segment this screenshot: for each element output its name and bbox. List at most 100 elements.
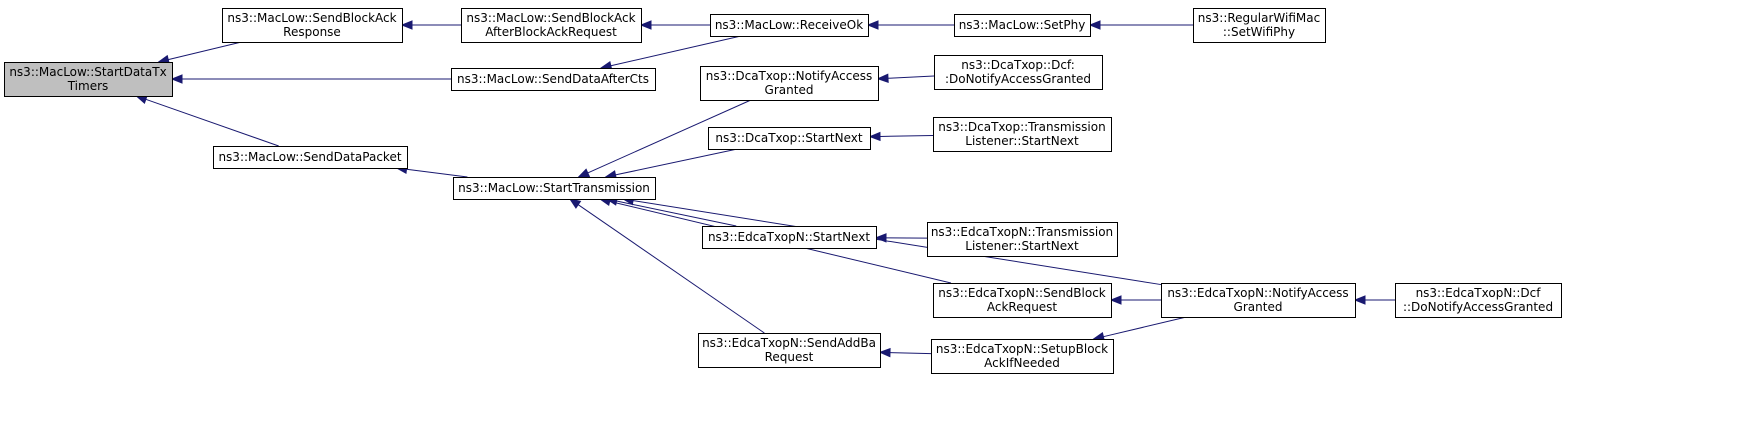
node-label-line: AckIfNeeded	[984, 356, 1060, 370]
node-label-line: ns3::EdcaTxopN::NotifyAccess	[1167, 286, 1348, 300]
node-box-dtdna[interactable]	[934, 55, 1103, 90]
arrowhead-esab-to-stx	[568, 198, 582, 209]
node-dtsn[interactable]: ns3::DcaTxop::StartNext	[708, 127, 871, 150]
node-box-dtsn[interactable]	[708, 127, 871, 150]
node-label-line: Timers	[67, 79, 109, 93]
node-label-line: ns3::EdcaTxopN::Dcf	[1416, 286, 1542, 300]
node-etl[interactable]: ns3::EdcaTxopN::TransmissionListener::St…	[927, 222, 1118, 257]
arrowhead-dtna-to-stx	[577, 168, 591, 178]
node-esn[interactable]: ns3::EdcaTxopN::StartNext	[702, 226, 877, 249]
node-label-line: ::DoNotifyAccessGranted	[1403, 300, 1553, 314]
node-label-line: ns3::DcaTxop::Transmission	[938, 120, 1105, 134]
arrowhead-esbi-to-esab	[878, 347, 891, 358]
edge-esab-to-stx	[577, 204, 765, 334]
arrowhead-rwm-to-setphy	[1088, 20, 1101, 30]
node-box-sdp[interactable]	[213, 146, 408, 169]
node-box-sbaabar[interactable]	[461, 8, 642, 43]
node-stx[interactable]: ns3::MacLow::StartTransmission	[453, 177, 656, 200]
node-label-line: AckRequest	[987, 300, 1058, 314]
node-label-line: ns3::DcaTxop::Dcf:	[961, 58, 1075, 72]
node-label-line: ns3::EdcaTxopN::Transmission	[931, 225, 1113, 239]
edge-sdp-to-root	[145, 98, 279, 147]
node-box-sbar[interactable]	[222, 8, 403, 43]
edge-dtna-to-stx	[587, 99, 752, 174]
node-dttl[interactable]: ns3::DcaTxop::TransmissionListener::Star…	[933, 117, 1112, 152]
node-label-line: ns3::EdcaTxopN::StartNext	[708, 230, 870, 244]
node-label-line: ns3::DcaTxop::StartNext	[715, 131, 862, 145]
edge-ena-to-esbi	[1103, 316, 1187, 338]
edge-esbi-to-esab	[889, 352, 932, 355]
node-label-line: ns3::MacLow::SetPhy	[959, 18, 1086, 32]
node-box-esbi[interactable]	[931, 339, 1114, 374]
node-box-esn[interactable]	[702, 226, 877, 249]
node-box-root[interactable]	[4, 62, 173, 97]
arrowhead-sdac-to-root	[170, 74, 183, 84]
node-label-line: ns3::DcaTxop::NotifyAccess	[706, 69, 872, 83]
node-label-line: Granted	[765, 83, 814, 97]
arrowhead-rok-to-sbaabar	[639, 20, 652, 30]
node-label-line: ns3::MacLow::SendDataPacket	[218, 150, 401, 164]
edge-stx-to-sdp	[406, 168, 468, 178]
node-label-line: ::SetWifiPhy	[1223, 25, 1295, 39]
node-sdac[interactable]: ns3::MacLow::SendDataAfterCts	[451, 68, 656, 91]
node-dtdna[interactable]: ns3::DcaTxop::Dcf::DoNotifyAccessGranted	[934, 55, 1103, 90]
edges-layer	[135, 20, 1395, 358]
edge-rok-to-sdac	[610, 35, 742, 67]
edge-dttl-to-dtsn	[879, 135, 934, 137]
edge-sbar-to-root	[168, 41, 242, 61]
node-box-rok[interactable]	[710, 14, 869, 37]
node-label-line: ns3::EdcaTxopN::SetupBlock	[936, 342, 1108, 356]
arrowhead-dttl-to-dtsn	[868, 131, 881, 142]
edge-dtsn-to-stx	[615, 148, 738, 176]
node-sdp[interactable]: ns3::MacLow::SendDataPacket	[213, 146, 408, 169]
arrowhead-sbaabar-to-sbar	[400, 20, 413, 30]
node-box-esab[interactable]	[698, 333, 881, 368]
node-label-line: ns3::MacLow::ReceiveOk	[715, 18, 863, 32]
node-box-dtna[interactable]	[700, 66, 879, 101]
node-label-line: Request	[765, 350, 814, 364]
node-sbaabar[interactable]: ns3::MacLow::SendBlockAckAfterBlockAckRe…	[461, 8, 642, 43]
node-rok[interactable]: ns3::MacLow::ReceiveOk	[710, 14, 869, 37]
arrowhead-setphy-to-rok	[866, 20, 879, 30]
node-dtna[interactable]: ns3::DcaTxop::NotifyAccessGranted	[700, 66, 879, 101]
arrowhead-dtdna-to-dtna	[876, 73, 889, 83]
node-label-line: ns3::MacLow::StartTransmission	[458, 181, 650, 195]
edge-dtdna-to-dtna	[887, 75, 935, 79]
node-rwm[interactable]: ns3::RegularWifiMac::SetWifiPhy	[1193, 8, 1326, 43]
node-ena[interactable]: ns3::EdcaTxopN::NotifyAccessGranted	[1161, 283, 1356, 318]
edge-ena-to-stx	[632, 200, 1162, 286]
node-label-line: ns3::RegularWifiMac	[1198, 11, 1320, 25]
edge-esn-to-stx	[616, 200, 737, 227]
node-setphy[interactable]: ns3::MacLow::SetPhy	[954, 14, 1091, 37]
node-label-line: :DoNotifyAccessGranted	[945, 72, 1091, 86]
node-box-sdac[interactable]	[451, 68, 656, 91]
node-label-line: ns3::MacLow::SendBlockAck	[227, 11, 396, 25]
node-edna[interactable]: ns3::EdcaTxopN::Dcf::DoNotifyAccessGrant…	[1395, 283, 1562, 318]
node-label-line: ns3::EdcaTxopN::SendAddBa	[702, 336, 876, 350]
node-label-line: ns3::EdcaTxopN::SendBlock	[938, 286, 1106, 300]
node-box-rwm[interactable]	[1193, 8, 1326, 43]
node-label-line: AfterBlockAckRequest	[485, 25, 617, 39]
node-label-line: ns3::MacLow::SendDataAfterCts	[457, 72, 649, 86]
node-box-esbar[interactable]	[933, 283, 1112, 318]
node-label-line: Listener::StartNext	[965, 239, 1079, 253]
node-box-edna[interactable]	[1395, 283, 1562, 318]
node-label-line: Listener::StartNext	[965, 134, 1079, 148]
node-label-line: Granted	[1234, 300, 1283, 314]
node-box-stx[interactable]	[453, 177, 656, 200]
node-box-dttl[interactable]	[933, 117, 1112, 152]
node-box-etl[interactable]	[927, 222, 1118, 257]
arrowhead-etl-to-esn	[874, 233, 887, 243]
node-box-setphy[interactable]	[954, 14, 1091, 37]
nodes-layer: ns3::MacLow::StartDataTxTimersns3::MacLo…	[4, 8, 1562, 374]
node-label-line: ns3::MacLow::SendBlockAck	[466, 11, 635, 25]
node-box-ena[interactable]	[1161, 283, 1356, 318]
node-label-line: ns3::MacLow::StartDataTx	[9, 65, 166, 79]
